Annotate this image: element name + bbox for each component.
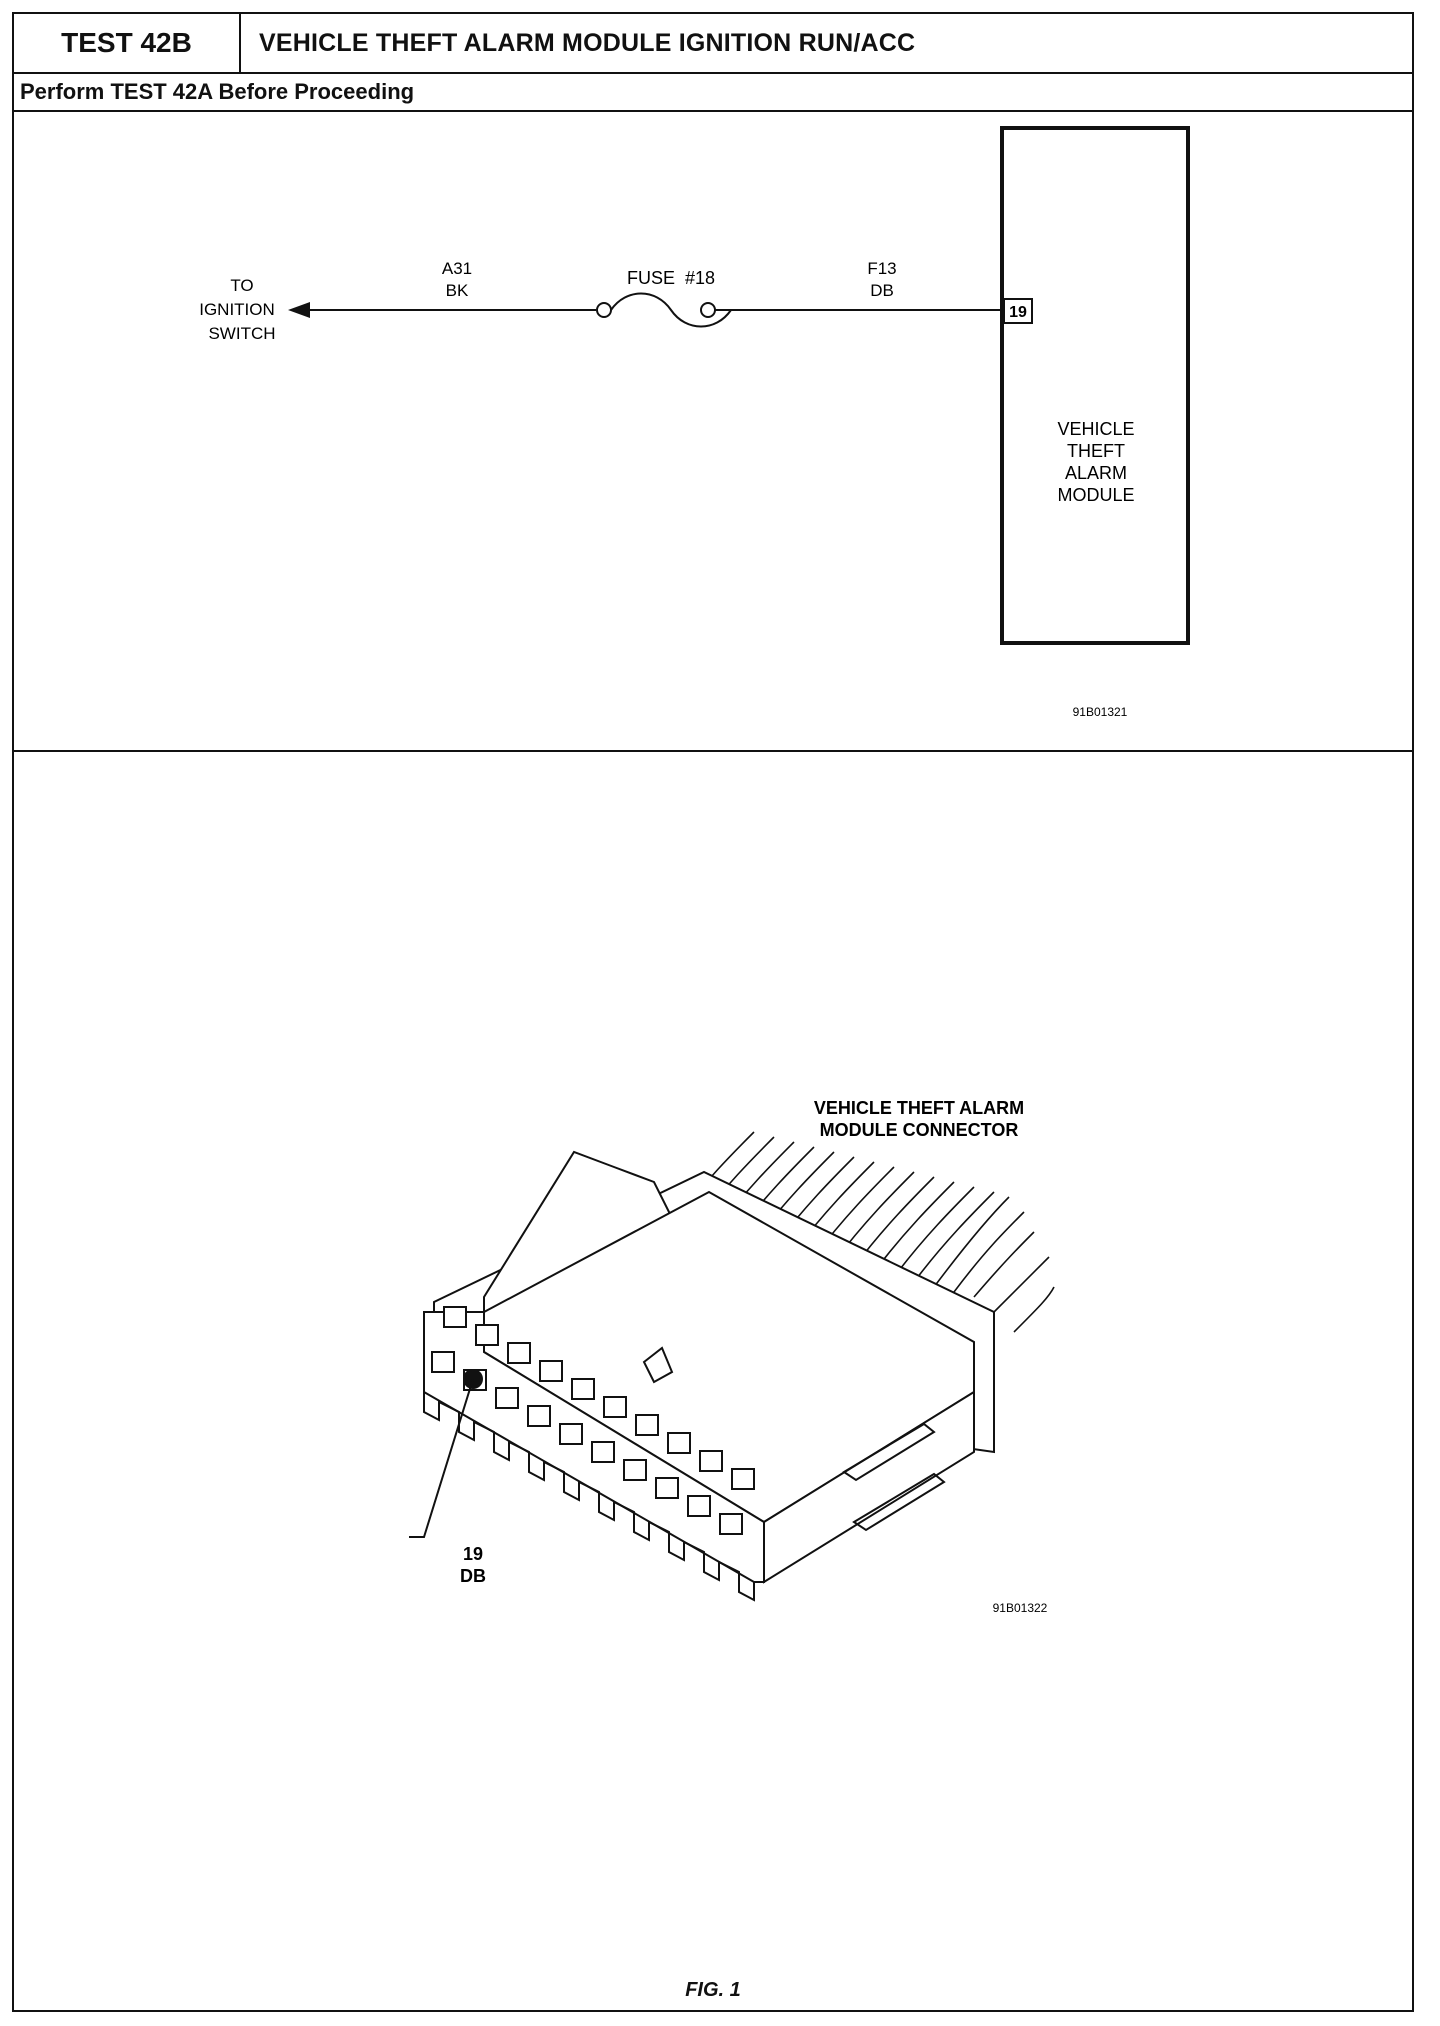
module-line2: THEFT bbox=[1067, 441, 1125, 461]
to-label-line2: IGNITION bbox=[199, 300, 275, 319]
schematic-panel: TO IGNITION SWITCH A31 BK FUSE #18 F13 D… bbox=[14, 112, 1412, 752]
prerequisite-note: Perform TEST 42A Before Proceeding bbox=[14, 74, 1412, 112]
connector-title-line1: VEHICLE THEFT ALARM bbox=[814, 1098, 1024, 1118]
pin-number: 19 bbox=[1009, 304, 1027, 321]
connector-title-line2: MODULE CONNECTOR bbox=[820, 1120, 1019, 1140]
wire2-color: DB bbox=[870, 281, 894, 300]
wire2-circuit: F13 bbox=[867, 259, 896, 278]
schematic-figure-code: 91B01321 bbox=[1073, 705, 1128, 719]
pin-box bbox=[1003, 298, 1033, 324]
connector-pin-number: 19 bbox=[463, 1544, 483, 1564]
test-header: TEST 42B VEHICLE THEFT ALARM MODULE IGNI… bbox=[14, 14, 1412, 74]
wire1-circuit: A31 bbox=[442, 259, 472, 278]
connector-body bbox=[423, 1150, 995, 1584]
connector-panel: VEHICLE THEFT ALARM MODULE CONNECTOR bbox=[14, 752, 1412, 2010]
connector-figure-code: 91B01322 bbox=[993, 1601, 1048, 1615]
latch-icon bbox=[642, 1346, 674, 1384]
connector-illustration: VEHICLE THEFT ALARM MODULE CONNECTOR bbox=[409, 1098, 1055, 1615]
figure-caption: FIG. 1 bbox=[685, 1979, 741, 2001]
module-line3: ALARM bbox=[1065, 463, 1127, 483]
fuse-symbol-icon bbox=[596, 292, 732, 328]
module-line4: MODULE bbox=[1057, 485, 1134, 505]
test-page: TEST 42B VEHICLE THEFT ALARM MODULE IGNI… bbox=[12, 12, 1414, 2012]
side-clips bbox=[842, 1422, 946, 1532]
theft-alarm-module-box bbox=[1000, 126, 1190, 645]
wiring-schematic: TO IGNITION SWITCH A31 BK FUSE #18 F13 D… bbox=[199, 126, 1190, 719]
test-id: TEST 42B bbox=[14, 14, 241, 72]
to-label-line3: SWITCH bbox=[208, 324, 275, 343]
upper-cavity-row bbox=[443, 1306, 755, 1490]
pin-19-leader bbox=[409, 1378, 474, 1538]
connector-pin-color: DB bbox=[460, 1566, 486, 1586]
test-title: VEHICLE THEFT ALARM MODULE IGNITION RUN/… bbox=[259, 28, 916, 57]
comb-teeth bbox=[423, 1392, 755, 1602]
wire1-color: BK bbox=[446, 281, 469, 300]
fuse-label: FUSE #18 bbox=[627, 268, 715, 288]
to-label-line1: TO bbox=[230, 276, 253, 295]
module-line1: VEHICLE bbox=[1057, 419, 1134, 439]
arrow-left-icon bbox=[288, 302, 310, 318]
